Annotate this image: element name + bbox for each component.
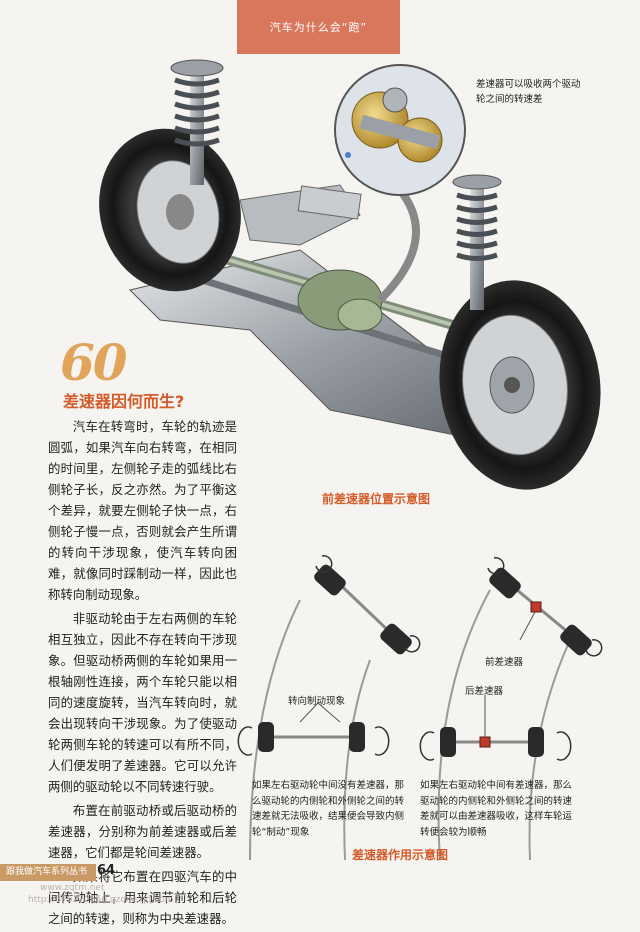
- differential-inset: [334, 64, 466, 196]
- rear-diff-marker: [479, 736, 491, 748]
- left-wheel: [99, 128, 241, 292]
- section-title: 差速器因何而生?: [63, 392, 185, 411]
- front-diff-marker: [530, 601, 542, 613]
- diagram-left: [237, 555, 421, 861]
- label-front-diff: 前差速器: [485, 657, 524, 668]
- diagram-right: [419, 557, 603, 861]
- watermark: www.zqtm.net: [40, 883, 105, 893]
- illustration-caption: 前差速器位置示意图: [322, 492, 431, 506]
- diagram-caption: 差速器作用示意图: [352, 848, 449, 862]
- left-strut: [170, 59, 224, 185]
- subframe: [129, 184, 521, 441]
- watermark: http://375272550.qzone.qq.com: [28, 895, 174, 905]
- right-strut: [452, 174, 502, 310]
- label-steer-brake: 转向制动现象: [288, 696, 346, 707]
- note-with-diff: 如果左右驱动轮中间有差速器，那么驱动轮的内侧轮和外侧轮之间的转速差就可以由差速器…: [420, 780, 573, 838]
- section-number: 60: [60, 333, 128, 392]
- right-wheel: [439, 280, 601, 490]
- paragraph: 汽车在转弯时，车轮的轨迹是圆弧，如果汽车向右转弯，在相同的时间里，左侧轮子走的弧…: [48, 419, 237, 602]
- differential-housing: [297, 187, 420, 332]
- label-rear-diff: 后差速器: [465, 686, 504, 697]
- differential-callout: 差速器可以吸收两个驱动轮之间的转速差: [476, 79, 581, 105]
- body-text: 汽车在转弯时，车轮的轨迹是圆弧，如果汽车向右转弯，在相同的时间里，左侧轮子走的弧…: [48, 416, 237, 932]
- page-number: 64: [97, 863, 116, 878]
- footer-series: 跟我做汽车系列丛书: [0, 864, 96, 881]
- note-without-diff: 如果左右驱动轮中间没有差速器，那么驱动轮的内侧轮和外侧轮之间的转速差就无法吸收，…: [252, 780, 405, 838]
- header-title: 汽车为什么会“跑”: [269, 21, 368, 34]
- illustration: [99, 59, 603, 861]
- header-tab: 汽车为什么会“跑”: [237, 0, 400, 54]
- paragraph: 布置在前驱动桥或后驱动桥的差速器，分别称为前差速器或后差速器，它们都是轮间差速器…: [48, 803, 237, 860]
- paragraph: 非驱动轮由于左右两侧的车轮相互独立，因此不存在转向干涉现象。但驱动桥两侧的车轮如…: [48, 611, 237, 794]
